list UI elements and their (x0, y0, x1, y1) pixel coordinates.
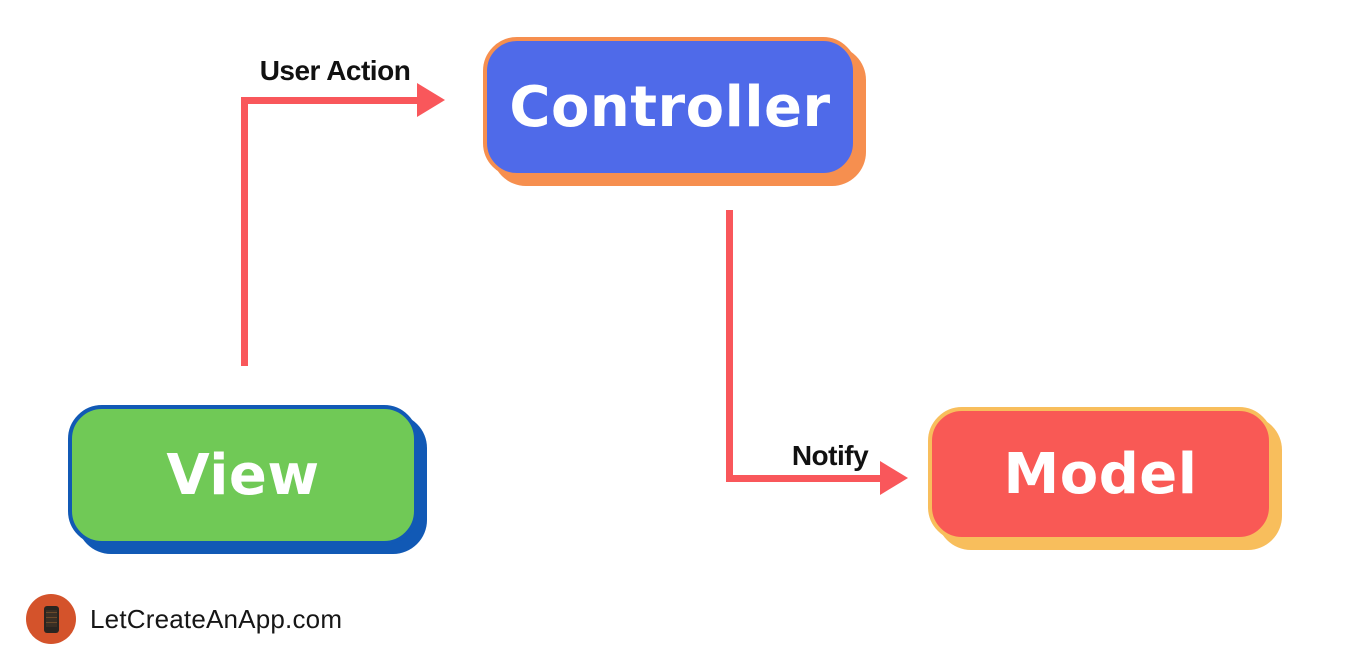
brand-name: LetCreateAnApp.com (90, 603, 343, 634)
brand-logo (26, 594, 76, 644)
notify-arrowhead-icon (880, 461, 908, 495)
user-action-arrowhead-icon (417, 83, 445, 117)
model-node: Model (928, 407, 1273, 541)
notify-edge-label: Notify (791, 440, 869, 471)
user-action-arrow-vertical-segment (241, 97, 248, 366)
user-action-edge-label: User Action (259, 55, 411, 86)
notify-arrow-vertical-segment (726, 210, 733, 482)
user-action-arrow-horizontal-segment (241, 97, 417, 104)
view-node-label: View (166, 442, 320, 508)
model-node-label: Model (1003, 441, 1198, 507)
view-node: View (68, 405, 418, 545)
brand-footer: LetCreateAnApp.com (26, 594, 342, 644)
controller-node-label: Controller (509, 74, 831, 140)
phone-icon (43, 605, 59, 633)
controller-node: Controller (483, 37, 857, 177)
notify-arrow-horizontal-segment (726, 475, 881, 482)
